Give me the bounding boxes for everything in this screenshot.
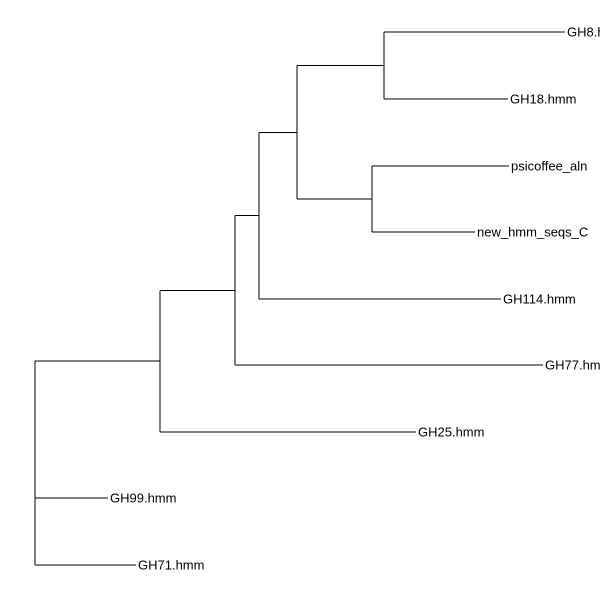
tree-branches [34,31,565,566]
tip-label-gh77: GH77.hmm [545,357,600,372]
tip-label-gh99: GH99.hmm [110,490,176,505]
tip-label-psicoffee: psicoffee_aln [511,158,587,173]
tip-label-gh8: GH8.hmm [567,24,600,39]
tip-label-gh18: GH18.hmm [510,91,576,106]
tip-label-gh25: GH25.hmm [418,424,484,439]
tip-label-new-hmm-seqs: new_hmm_seqs_C [477,224,588,239]
tip-label-gh114: GH114.hmm [503,291,576,306]
tip-label-gh71: GH71.hmm [138,557,204,572]
tip-labels: GH8.hmm GH18.hmm psicoffee_aln new_hmm_s… [110,24,600,572]
